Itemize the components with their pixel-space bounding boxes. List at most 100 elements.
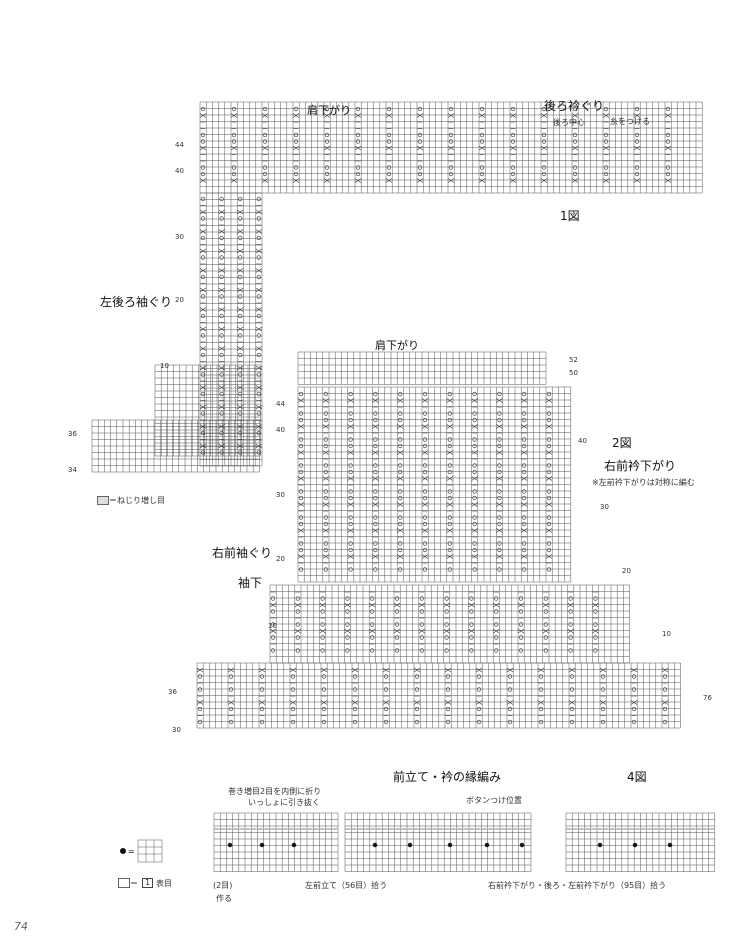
yarn-over-symbol — [200, 255, 206, 260]
cross-symbol — [592, 628, 599, 634]
yarn-over-symbol — [320, 596, 325, 601]
fig1-row-40: 40 — [175, 167, 184, 175]
yarn-over-symbol — [665, 132, 671, 138]
yarn-over-symbol — [383, 706, 389, 712]
fig2-note: ※左前衿下がりは対称に編む — [592, 478, 695, 487]
yarn-over-symbol — [422, 567, 428, 572]
yarn-over-symbol — [323, 547, 328, 553]
cross-symbol — [509, 113, 517, 118]
yarn-over-symbol — [631, 719, 637, 725]
yarn-over-symbol — [417, 171, 423, 177]
cross-symbol — [545, 450, 553, 455]
cross-symbol — [237, 346, 244, 351]
yarn-over-symbol — [320, 635, 325, 640]
cross-symbol — [496, 554, 503, 559]
fig2-shoulder-label: 肩下がり — [375, 339, 419, 352]
cross-symbol — [218, 307, 225, 312]
yarn-over-symbol — [270, 609, 276, 614]
cross-symbol — [496, 424, 503, 429]
yarn-over-symbol — [572, 139, 578, 144]
cross-symbol — [447, 178, 455, 183]
yarn-over-symbol — [479, 106, 485, 112]
yarn-over-symbol — [476, 719, 482, 725]
yarn-over-symbol — [422, 463, 428, 468]
yarn-over-symbol — [290, 687, 296, 692]
yarn-over-symbol — [398, 521, 403, 527]
cross-symbol — [297, 528, 305, 533]
yarn-over-symbol — [231, 139, 237, 144]
cross-symbol — [199, 346, 207, 351]
yarn-over-symbol — [238, 255, 243, 260]
cross-symbol — [444, 667, 452, 673]
yarn-over-symbol — [348, 521, 353, 527]
yarn-over-symbol — [298, 437, 304, 442]
yarn-over-symbol — [238, 274, 243, 280]
yarn-over-symbol — [522, 437, 527, 442]
cross-symbol — [230, 145, 238, 151]
yarn-over-symbol — [256, 196, 261, 202]
yarn-over-symbol — [593, 635, 598, 640]
yarn-over-symbol — [256, 333, 261, 338]
yarn-over-symbol — [546, 547, 552, 553]
yarn-over-symbol — [324, 171, 330, 177]
yarn-over-symbol — [497, 469, 502, 475]
yarn-over-symbol — [219, 196, 224, 202]
cross-symbol — [347, 450, 354, 455]
yarn-over-symbol — [373, 567, 378, 572]
yarn-over-symbol — [510, 165, 516, 170]
yarn-over-symbol — [538, 674, 544, 679]
yarn-over-symbol — [569, 687, 575, 692]
cross-symbol — [323, 113, 331, 118]
cross-symbol — [393, 602, 401, 608]
yarn-over-symbol — [398, 541, 403, 546]
yarn-over-symbol — [665, 139, 671, 144]
yarn-over-symbol — [262, 106, 268, 112]
cross-symbol — [199, 178, 207, 183]
cross-symbol — [521, 528, 528, 533]
cross-symbol — [372, 424, 379, 429]
cross-symbol — [478, 113, 486, 118]
cross-symbol — [218, 346, 225, 351]
yarn-over-symbol — [603, 165, 609, 170]
yarn-over-symbol — [447, 521, 452, 527]
cross-symbol — [218, 326, 225, 332]
fig1-shoulder-label: 肩下がり — [307, 104, 351, 117]
yarn-over-symbol — [345, 596, 350, 601]
cross-symbol — [237, 443, 244, 449]
yarn-over-symbol — [546, 489, 552, 494]
cross-symbol — [567, 602, 574, 608]
yarn-over-symbol — [422, 443, 428, 449]
legend-knit-suffix: 表目 — [156, 879, 172, 888]
cross-symbol — [521, 476, 528, 481]
yarn-over-symbol — [355, 132, 361, 138]
yarn-over-symbol — [543, 622, 548, 627]
cross-symbol — [509, 178, 517, 183]
yarn-over-symbol — [200, 372, 206, 377]
yarn-over-symbol — [386, 139, 392, 144]
cross-symbol — [237, 365, 244, 371]
legend-knit-eq: ＝ — [130, 879, 138, 888]
yarn-over-symbol — [444, 622, 449, 627]
yarn-over-symbol — [422, 515, 428, 520]
yarn-over-symbol — [348, 469, 353, 475]
cross-symbol — [199, 326, 207, 332]
yarn-over-symbol — [572, 132, 578, 138]
yarn-over-symbol — [219, 450, 224, 455]
yarn-over-symbol — [603, 171, 609, 177]
fig2-upper-body — [297, 386, 572, 583]
yarn-over-symbol — [323, 469, 328, 475]
yarn-over-symbol — [494, 622, 499, 627]
page-number: 74 — [14, 920, 28, 933]
yarn-over-symbol — [541, 106, 547, 112]
yarn-over-symbol — [321, 719, 327, 725]
cross-symbol — [521, 398, 528, 403]
yarn-over-symbol — [447, 495, 452, 501]
cross-symbol — [319, 628, 326, 634]
yarn-over-symbol — [662, 687, 668, 692]
yarn-over-symbol — [398, 463, 403, 468]
yarn-over-symbol — [494, 635, 499, 640]
yarn-over-symbol — [497, 437, 502, 442]
yarn-over-symbol — [298, 495, 304, 501]
yarn-over-symbol — [497, 417, 502, 423]
